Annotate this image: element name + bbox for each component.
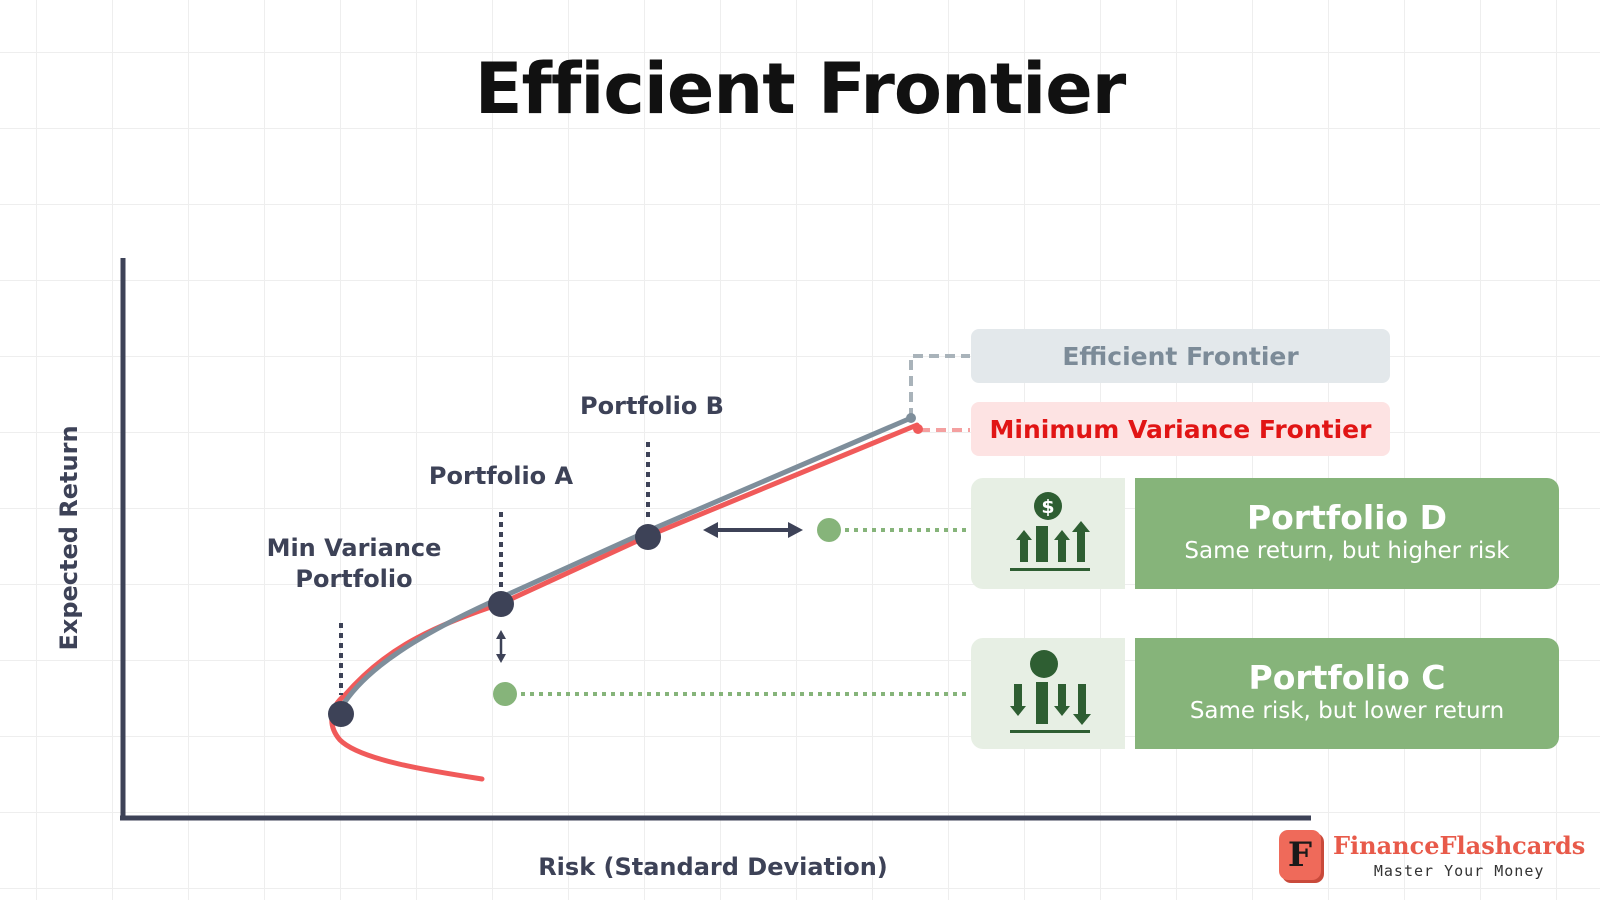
brand-tagline: Master Your Money (1373, 861, 1545, 880)
portfolio-b-label: Portfolio B (580, 392, 724, 420)
portfolio-d-card: $ Portfolio D Same return, but higher ri… (971, 478, 1559, 589)
brand-text: FinanceFlashcards Master Your Money (1333, 831, 1585, 880)
portfolio-c-subtitle: Same risk, but lower return (1189, 697, 1505, 724)
portfolio-d-card-body: Portfolio D Same return, but higher risk (1135, 478, 1559, 589)
portfolio-c-marker (493, 682, 517, 706)
portfolio-d-marker (817, 518, 841, 542)
portfolio-c-card: Portfolio C Same risk, but lower return (971, 638, 1559, 749)
x-axis-label: Risk (Standard Deviation) (538, 853, 888, 881)
portfolio-d-title: Portfolio D (1246, 498, 1448, 538)
portfolio-a-marker (488, 591, 514, 617)
portfolio-d-subtitle: Same return, but higher risk (1184, 537, 1510, 564)
brand-logo-icon: F (1279, 830, 1321, 880)
page-title: Efficient Frontier (474, 48, 1127, 130)
coin-bars-down-icon (971, 638, 1125, 749)
minimum-variance-frontier-curve (329, 422, 920, 782)
brand-name: FinanceFlashcards (1333, 830, 1586, 860)
portfolio-a-label: Portfolio A (429, 462, 574, 490)
efficient-frontier-connector (909, 354, 970, 418)
portfolio-c-title: Portfolio C (1248, 658, 1446, 698)
brand-logo-block: F FinanceFlashcards Master Your Money (1279, 830, 1585, 880)
legend-minimum-variance-frontier: Minimum Variance Frontier (971, 402, 1390, 456)
money-bars-up-icon: $ (971, 478, 1125, 589)
minimum-variance-end-dot (913, 424, 923, 434)
legend-efficient-frontier: Efficient Frontier (971, 329, 1390, 383)
y-axis-label: Expected Return (55, 425, 83, 650)
efficient-frontier-end-dot (906, 413, 916, 423)
min-variance-label-line2: Portfolio (295, 565, 412, 593)
horizontal-double-arrow (703, 522, 803, 538)
vertical-double-arrow (496, 630, 506, 663)
min-variance-portfolio-marker (328, 701, 354, 727)
portfolio-b-marker (635, 524, 661, 550)
svg-text:$: $ (1041, 496, 1054, 518)
portfolio-c-card-body: Portfolio C Same risk, but lower return (1135, 638, 1559, 749)
min-variance-label-line1: Min Variance (267, 534, 442, 562)
